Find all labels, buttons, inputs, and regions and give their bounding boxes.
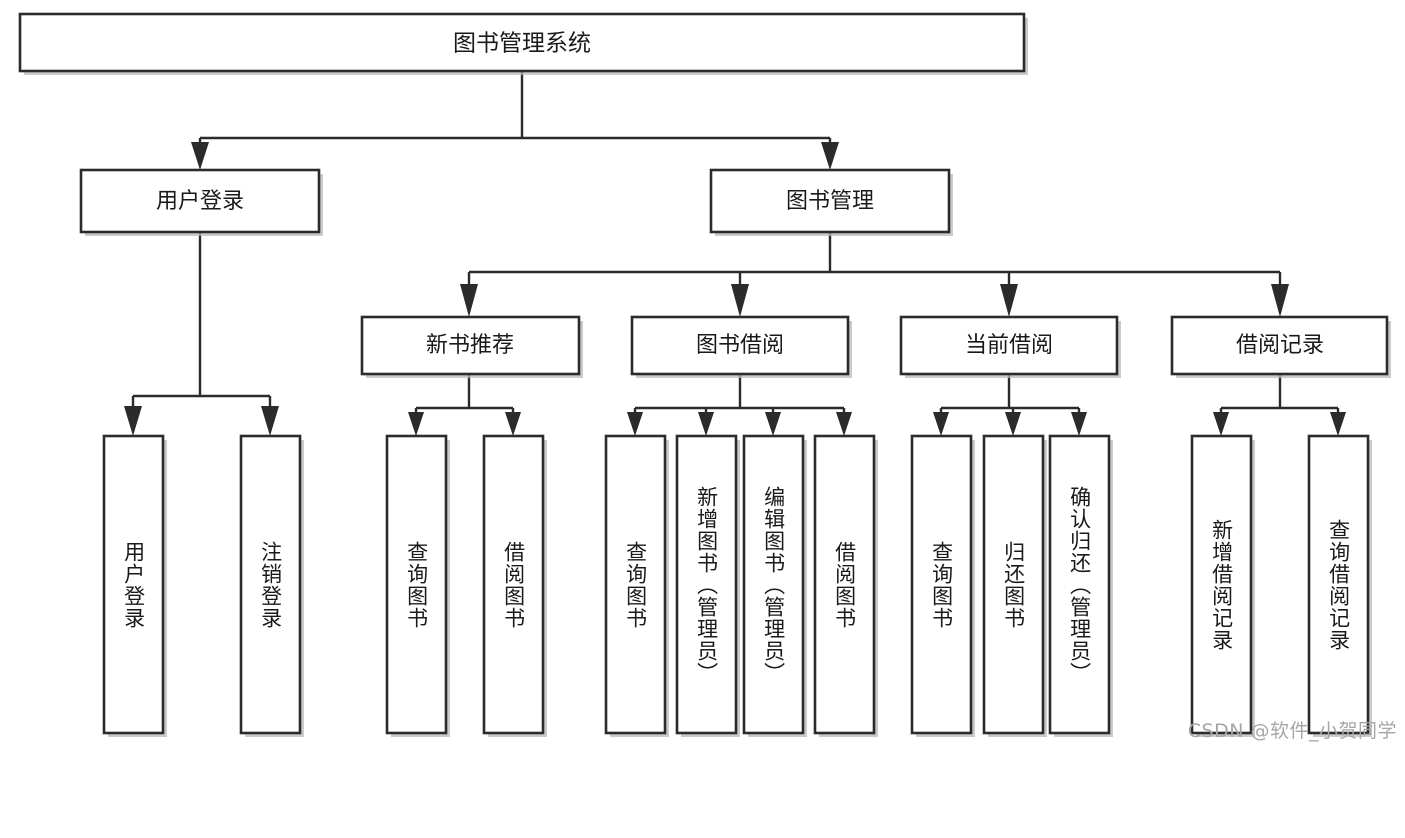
arrow-head-leaf-query-book-1 — [408, 412, 424, 436]
node-book-borrow-label: 图书借阅 — [696, 333, 784, 358]
node-user-login[interactable]: 用户登录 — [79, 168, 323, 236]
node-book-manage-box — [709, 168, 951, 234]
arrow-head-leaf-user-login — [124, 406, 142, 436]
node-book-manage-label: 图书管理 — [786, 189, 874, 214]
arrow-head-current-borrow — [1000, 284, 1018, 317]
diagram-canvas: 图书管理系统 用户登录 图书管理 新书推荐 图书借阅 当前借阅 — [18, 12, 1397, 742]
diagram-svg: 图书管理系统 用户登录 图书管理 新书推荐 图书借阅 当前借阅 — [18, 12, 1391, 737]
arrow-head-leaf-add-book — [698, 412, 714, 436]
arrow-head-user-login — [191, 142, 209, 170]
arrow-head-leaf-borrow-book-1 — [505, 412, 521, 436]
arrow-head-new-book-rec — [460, 284, 478, 317]
arrow-head-leaf-query-book-2 — [627, 412, 643, 436]
arrow-head-leaf-query-record — [1330, 412, 1346, 436]
leaf-box-borrow-book-1[interactable] — [482, 434, 545, 735]
node-borrow-record[interactable]: 借阅记录 — [1170, 315, 1391, 378]
arrow-head-book-manage — [821, 142, 839, 170]
arrow-head-leaf-return-book — [1005, 412, 1021, 436]
leaf-box-user-logout[interactable] — [239, 434, 302, 735]
node-book-borrow[interactable]: 图书借阅 — [630, 315, 852, 378]
leaf-box-edit-book[interactable] — [742, 434, 805, 735]
connector-layer — [124, 71, 1346, 436]
node-new-book-rec[interactable]: 新书推荐 — [360, 315, 583, 378]
leaf-box-query-record[interactable] — [1307, 434, 1370, 735]
node-new-book-rec-label: 新书推荐 — [426, 333, 514, 358]
node-root[interactable]: 图书管理系统 — [18, 12, 1028, 75]
leaf-box-user-login[interactable] — [102, 434, 165, 735]
node-user-login-box — [79, 168, 321, 234]
node-new-book-rec-box — [360, 315, 581, 376]
arrow-head-book-borrow — [731, 284, 749, 317]
arrow-head-borrow-record — [1271, 284, 1289, 317]
node-borrow-record-label: 借阅记录 — [1236, 333, 1324, 358]
arrow-head-leaf-user-logout — [261, 406, 279, 436]
node-root-label: 图书管理系统 — [453, 31, 591, 57]
leaf-box-add-book[interactable] — [675, 434, 738, 735]
leaf-box-query-book-1[interactable] — [385, 434, 448, 735]
leaf-box-add-record[interactable] — [1190, 434, 1253, 735]
node-user-login-label: 用户登录 — [156, 189, 244, 214]
arrow-head-leaf-borrow-book-2 — [836, 412, 852, 436]
node-root-box — [18, 12, 1026, 73]
arrow-head-leaf-edit-book — [765, 412, 781, 436]
node-current-borrow-box — [899, 315, 1119, 376]
node-current-borrow-label: 当前借阅 — [965, 333, 1053, 358]
arrow-head-leaf-confirm-return — [1071, 412, 1087, 436]
leaf-box-confirm-return[interactable] — [1048, 434, 1111, 735]
node-borrow-record-box — [1170, 315, 1389, 376]
leaf-box-borrow-book-2[interactable] — [813, 434, 876, 735]
node-book-borrow-box — [630, 315, 850, 376]
arrow-head-leaf-query-book-3 — [933, 412, 949, 436]
node-book-manage[interactable]: 图书管理 — [709, 168, 953, 236]
leaf-box-query-book-3[interactable] — [910, 434, 973, 735]
arrow-head-leaf-add-record — [1213, 412, 1229, 436]
node-current-borrow[interactable]: 当前借阅 — [899, 315, 1121, 378]
leaf-box-return-book[interactable] — [982, 434, 1045, 735]
leaf-box-layer — [102, 434, 1372, 737]
leaf-box-query-book-2[interactable] — [604, 434, 667, 735]
